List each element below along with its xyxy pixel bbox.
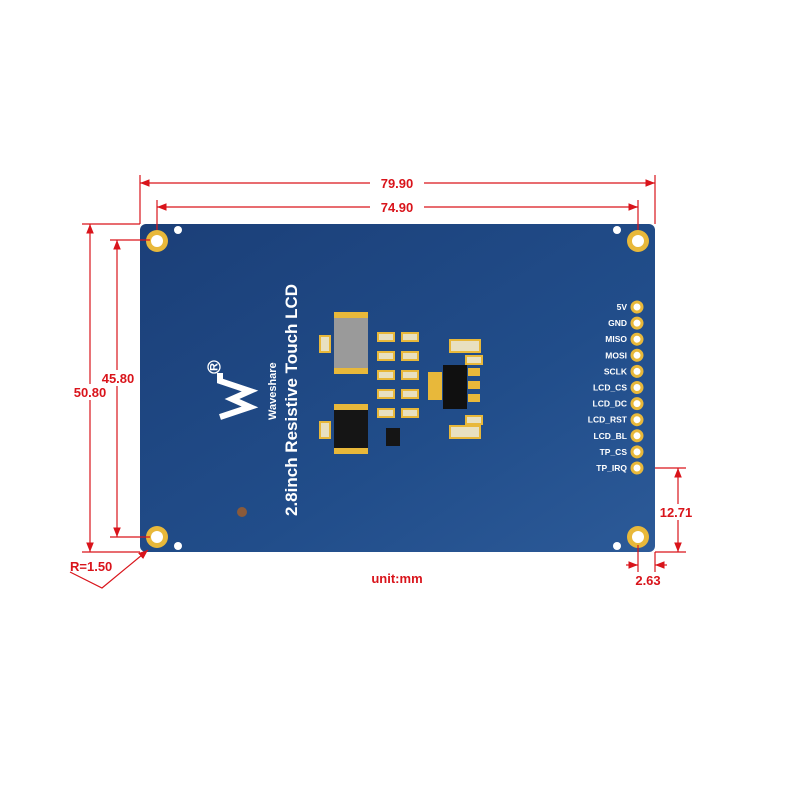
dim-corner-radius: R=1.50 <box>70 559 112 574</box>
dim-total-width: 79.90 <box>381 176 414 191</box>
pin-label: MOSI <box>605 350 627 360</box>
board-title: 2.8inch Resistive Touch LCD <box>282 284 301 516</box>
unit-label: unit:mm <box>371 571 422 586</box>
pin-pad <box>630 300 644 314</box>
pin-label: 5V <box>617 302 628 312</box>
pin-pad <box>630 397 644 411</box>
pcb-board <box>140 224 655 552</box>
pin-pad <box>630 429 644 443</box>
brand-name: Waveshare <box>267 362 279 420</box>
pin-pad <box>630 364 644 378</box>
pin-label: LCD_RST <box>588 415 628 425</box>
pin-pad <box>630 332 644 346</box>
pin-label: TP_CS <box>600 447 628 457</box>
waveshare-logo: R <box>207 360 259 420</box>
dim-pin-offset-y: 12.71 <box>660 505 693 520</box>
dim-pin-offset-x: 2.63 <box>635 573 660 588</box>
dim-total-height: 50.80 <box>74 385 107 400</box>
pin-label: GND <box>608 318 627 328</box>
pin-pad <box>630 348 644 362</box>
pin-label: LCD_BL <box>593 431 627 441</box>
mounting-holes <box>146 226 649 550</box>
pin-label: LCD_CS <box>593 383 627 393</box>
dim-hole-spacing-y: 45.80 <box>102 371 135 386</box>
pin-label: SCLK <box>604 366 628 376</box>
registered-mark: R <box>209 363 221 371</box>
pin-pad <box>630 316 644 330</box>
pin-pad <box>630 381 644 394</box>
pin-pad <box>630 445 644 459</box>
components <box>319 312 483 454</box>
pin-pad <box>630 413 644 427</box>
pin-label: TP_IRQ <box>596 463 627 473</box>
pin-header: 5V GND MISO MOSI SCLK LCD_CS LCD_DC LCD_RST LCD_… <box>588 300 644 475</box>
pin-pad <box>630 461 644 475</box>
pin-label: LCD_DC <box>593 399 627 409</box>
fiducial-mark <box>237 507 247 517</box>
dim-hole-spacing-x: 74.90 <box>381 200 414 215</box>
pin-label: MISO <box>605 334 627 344</box>
